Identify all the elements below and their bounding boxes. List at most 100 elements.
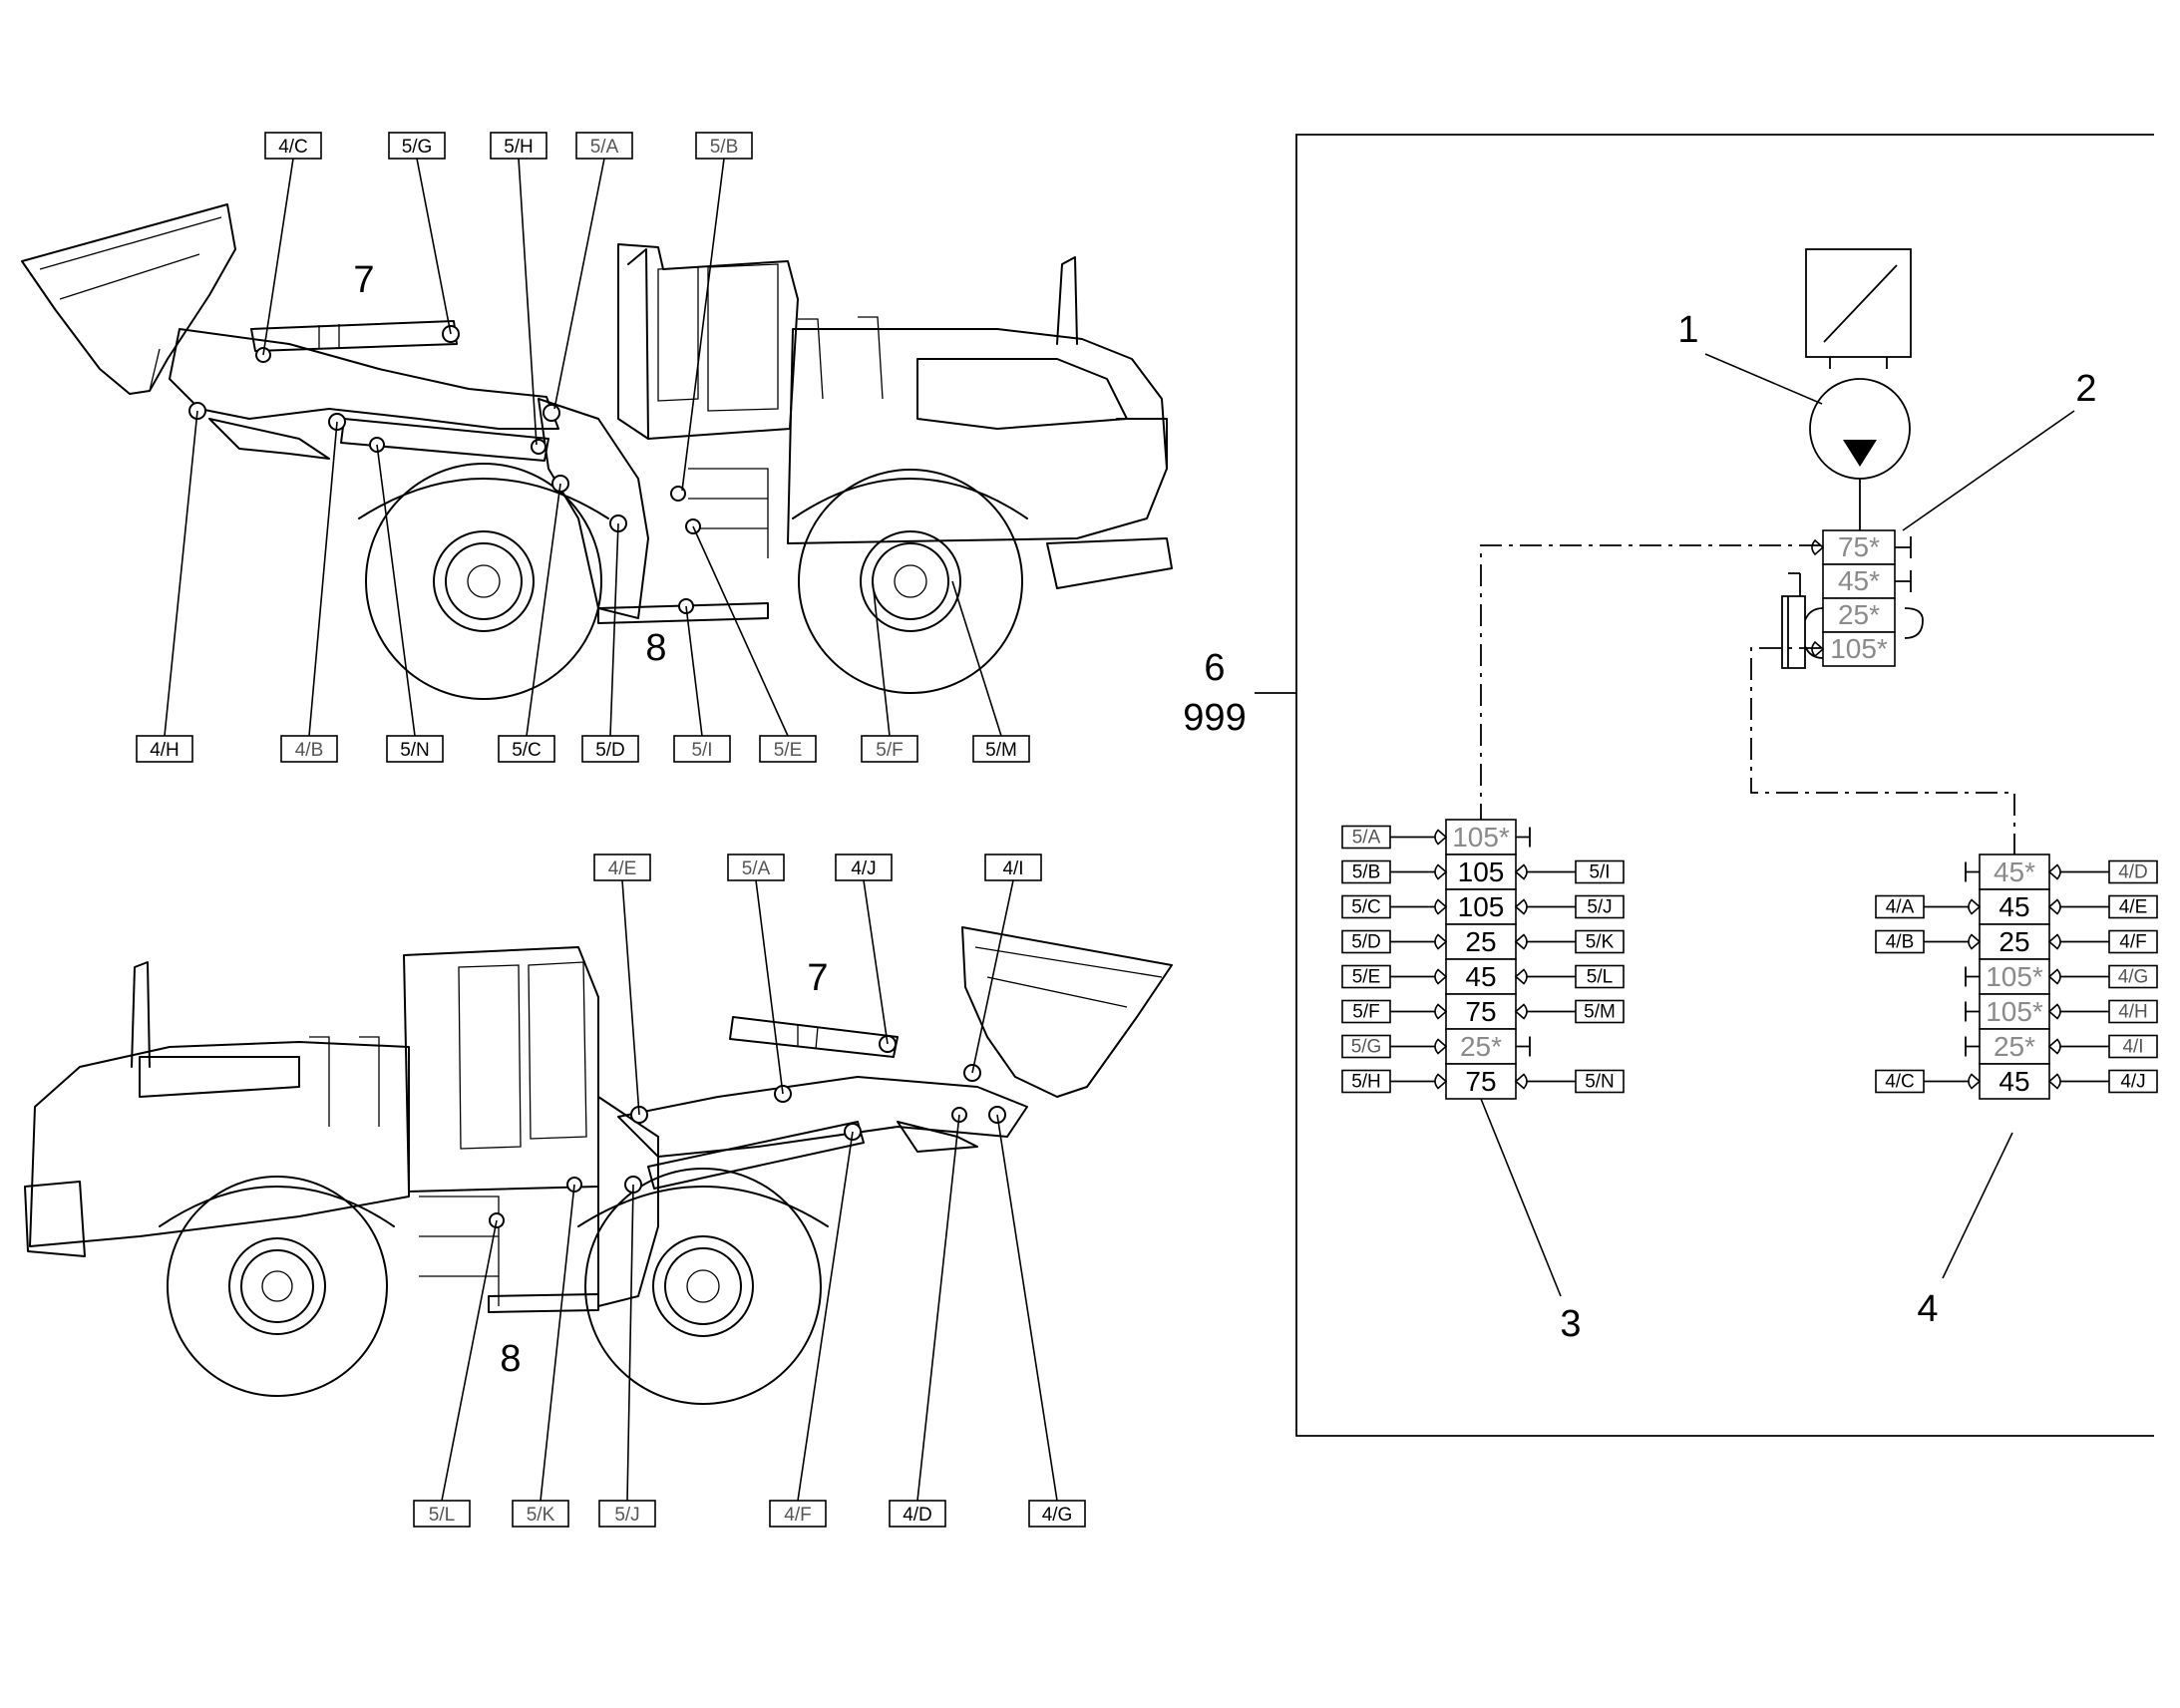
outlet-tag-label: 4/J <box>2120 1072 2145 1093</box>
tag-label: 4/J <box>851 858 876 879</box>
grease-nipple-icon <box>1968 1073 1982 1090</box>
outlet-tag: 5/B <box>1341 859 1391 884</box>
outlet-tag: 5/H <box>1341 1069 1391 1094</box>
tag-top-4e: 4/E <box>593 854 651 881</box>
outlet-tag: 5/C <box>1341 894 1391 919</box>
grease-nipple-icon <box>1811 538 1825 556</box>
outlet-tag: 5/M <box>1575 999 1625 1024</box>
ref-6: 6 <box>1204 647 1225 689</box>
tag-bottom-5c: 5/C <box>498 735 555 763</box>
line-to-block-3 <box>1480 544 1821 820</box>
loader-bottom-tags: 4/E 5/A 4/J 4/I 5/L 5/K 5/J 4/F 4/D 4/G … <box>413 854 1086 1528</box>
reservoir <box>1805 248 1912 358</box>
tag-top-4j: 4/J <box>835 854 893 881</box>
tag-bottom-5e: 5/E <box>759 735 817 763</box>
outlet-tag: 4/H <box>2108 999 2158 1024</box>
tag-label: 4/H <box>150 740 180 761</box>
block-cell: 105* 4/G <box>1965 958 2158 995</box>
outlet-tag-label: 5/A <box>1352 828 1381 849</box>
pump-block: 75*45*25*105* <box>1811 529 1912 667</box>
tag-bottom-5k: 5/K <box>512 1500 569 1528</box>
grease-nipple-icon <box>2047 933 2061 950</box>
plug-icon <box>1965 1001 1980 1022</box>
pump-block-cell: 45* <box>1822 563 1912 599</box>
outlet-tag-label: 4/A <box>1886 897 1915 918</box>
pump-block-value: 45* <box>1838 565 1880 596</box>
pump-block-cell: 25* <box>1822 597 1896 633</box>
tag-label: 5/N <box>400 740 430 761</box>
loader-top-tags: 4/C 5/G 5/H 5/A 5/B 4/H 4/B 5/N 5/C 5/D … <box>136 132 1030 763</box>
loader-bottom-illustration <box>24 926 1173 1405</box>
outlet-tag: 5/F <box>1341 999 1391 1024</box>
ref-3: 3 <box>1560 1303 1581 1345</box>
outlet-tag: 5/J <box>1575 894 1625 919</box>
grease-nipple-icon <box>1434 1003 1448 1020</box>
tag-label: 5/D <box>595 740 625 761</box>
grease-nipple-icon <box>1434 1038 1448 1055</box>
tag-label: 5/G <box>402 137 433 158</box>
ref-999: 999 <box>1183 697 1246 739</box>
tag-label: 4/F <box>784 1505 811 1526</box>
outlet-tag: 5/L <box>1575 964 1625 989</box>
tag-label: 4/G <box>1042 1505 1073 1526</box>
ref-8-top: 8 <box>645 627 666 669</box>
grease-nipple-icon <box>1514 1073 1528 1090</box>
plug-icon <box>1516 1036 1531 1057</box>
tag-label: 4/E <box>608 858 637 879</box>
block-cell-value: 45 <box>1998 1066 2029 1097</box>
grease-nipple-icon <box>1514 968 1528 985</box>
block-cell-value: 75 <box>1465 1066 1496 1097</box>
block-cell-value: 105* <box>1452 822 1510 853</box>
pump-block-value: 105* <box>1830 633 1888 664</box>
block-cell: 25*5/G <box>1341 1028 1531 1065</box>
grease-nipple-icon <box>1434 1073 1448 1090</box>
tag-bottom-5l: 5/L <box>413 1500 471 1528</box>
outlet-tag-label: 5/N <box>1585 1072 1615 1093</box>
tag-label: 5/A <box>590 137 619 158</box>
pressure-switch <box>1781 572 1806 669</box>
block-cell-value: 25 <box>1465 926 1496 957</box>
plug-icon <box>1965 966 1980 987</box>
grease-nipple-icon <box>2047 1038 2061 1055</box>
tag-top-5a-b: 5/A <box>727 854 785 881</box>
outlet-tag-label: 4/B <box>1886 932 1915 953</box>
plug-icon <box>1895 570 1912 592</box>
outlet-tag-label: 5/B <box>1352 862 1381 883</box>
tag-top-4i: 4/I <box>984 854 1042 881</box>
tag-bottom-4g: 4/G <box>1028 1500 1086 1528</box>
grease-nipple-icon <box>2047 968 2061 985</box>
ref-7-bottom: 7 <box>807 957 828 999</box>
outlet-tag-label: 4/F <box>2119 932 2146 953</box>
schematic-frame <box>1295 134 2154 1437</box>
tag-label: 5/C <box>512 740 542 761</box>
outlet-tag: 5/G <box>1341 1034 1391 1059</box>
outlet-tag-label: 4/D <box>2118 862 2148 883</box>
block-cell-value: 105* <box>1986 961 2043 992</box>
plug-icon <box>1965 1036 1980 1057</box>
tag-bottom-4b: 4/B <box>280 735 338 763</box>
outlet-tag-label: 5/J <box>1587 897 1612 918</box>
outlet-tag-label: 5/G <box>1351 1037 1382 1058</box>
tag-label: 4/C <box>278 137 308 158</box>
outlet-tag: 4/E <box>2108 894 2158 919</box>
grease-nipple-icon <box>1514 898 1528 915</box>
grease-nipple-icon <box>1514 1003 1528 1020</box>
outlet-tag-label: 4/G <box>2118 967 2149 988</box>
block-cell: 75 5/F 5/M <box>1341 993 1625 1030</box>
tag-top-5g: 5/G <box>388 132 446 160</box>
block-cell-value: 75 <box>1465 996 1496 1027</box>
outlet-tag: 4/A <box>1875 894 1925 919</box>
outlet-tag: 5/E <box>1341 964 1391 989</box>
pump-block-cell: 75* <box>1811 529 1912 565</box>
grease-nipple-icon <box>1434 933 1448 950</box>
grease-nipple-icon <box>1811 640 1825 658</box>
tag-bottom-5f: 5/F <box>861 735 918 763</box>
ref-1: 1 <box>1677 309 1698 351</box>
grease-nipple-icon <box>2047 898 2061 915</box>
block-cell: 105* 5/A <box>1341 819 1531 855</box>
tag-label: 4/I <box>1002 858 1023 879</box>
